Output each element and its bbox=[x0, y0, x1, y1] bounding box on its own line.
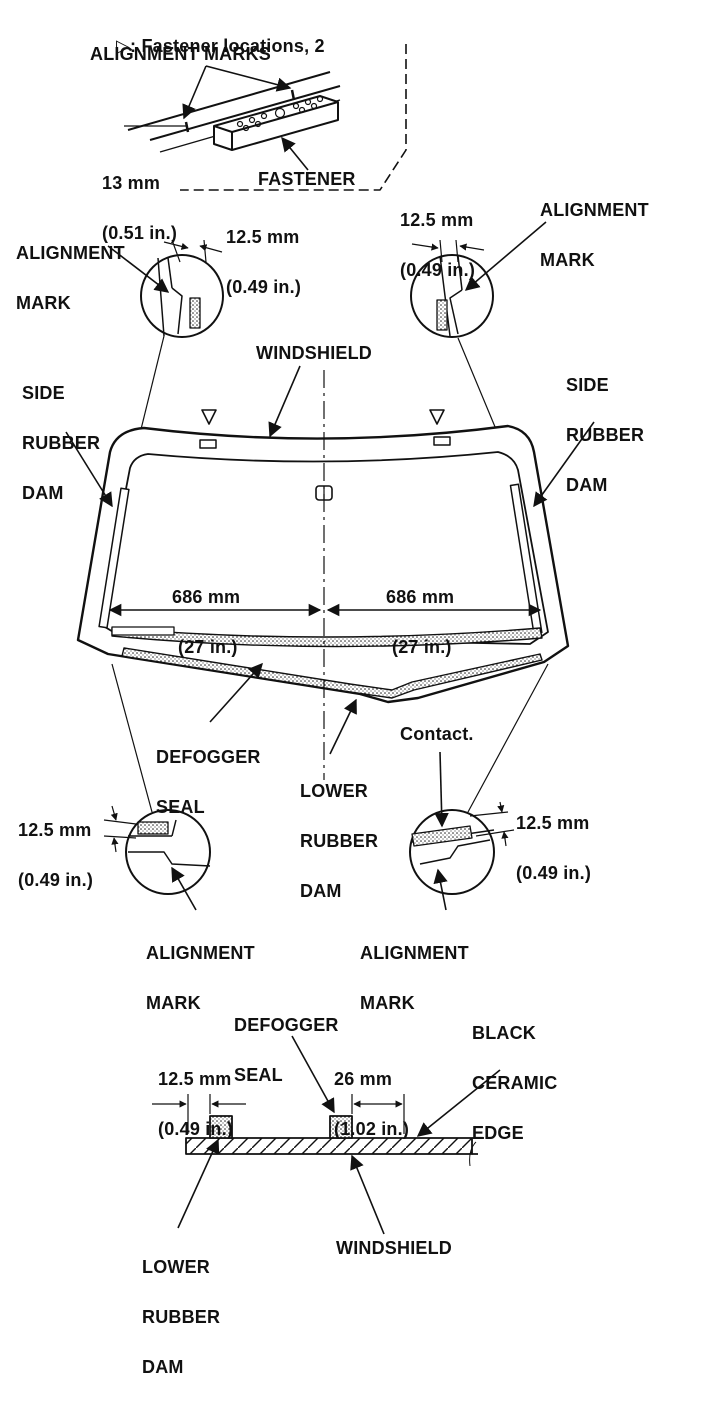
cross-section bbox=[152, 1035, 501, 1235]
detail-circle-top-left bbox=[107, 239, 224, 483]
label-section-26mm: 26 mm (1.02 in.) bbox=[334, 1069, 410, 1139]
label-bottom-left-dim: 12.5 mm (0.49 in.) bbox=[18, 820, 94, 890]
legend-fastener-locations: ▷: Fastener locations, 2 bbox=[116, 36, 325, 56]
label-13mm: 13 mm (0.51 in.) bbox=[102, 173, 178, 243]
label-top-left-dim: 12.5 mm (0.49 in.) bbox=[226, 227, 302, 297]
label-top-left-alignment-mark: ALIGNMENT MARK bbox=[16, 243, 125, 313]
detail-circle-bottom-right bbox=[409, 663, 549, 911]
label-top-right-dim: 12.5 mm (0.49 in.) bbox=[400, 210, 476, 280]
triangle-icon: ▷ bbox=[116, 36, 131, 56]
label-fastener: FASTENER bbox=[258, 169, 356, 189]
label-side-rubber-dam-left: SIDE RUBBER DAM bbox=[22, 383, 101, 503]
label-bottom-right-alignment-mark: ALIGNMENT MARK bbox=[360, 943, 469, 1013]
label-defogger-seal: DEFOGGER SEAL bbox=[156, 747, 261, 817]
label-686mm-left: 686 mm (27 in.) bbox=[172, 587, 241, 657]
label-top-right-alignment-mark: ALIGNMENT MARK bbox=[540, 200, 649, 270]
label-section-windshield: WINDSHIELD bbox=[336, 1238, 452, 1258]
label-lower-rubber-dam: LOWER RUBBER DAM bbox=[300, 781, 379, 901]
detail-circle-bottom-left bbox=[103, 663, 211, 911]
label-side-rubber-dam-right: SIDE RUBBER DAM bbox=[566, 375, 645, 495]
label-section-lower-rubber-dam: LOWER RUBBER DAM bbox=[142, 1257, 221, 1377]
label-alignment-marks: ALIGNMENT MARKS bbox=[90, 44, 271, 64]
windshield-outline bbox=[65, 365, 595, 780]
fastener-nubs bbox=[236, 95, 324, 132]
label-686mm-right: 686 mm (27 in.) bbox=[386, 587, 455, 657]
windshield-installation-diagram bbox=[65, 44, 595, 1235]
label-bottom-left-alignment-mark: ALIGNMENT MARK bbox=[146, 943, 255, 1013]
label-bottom-right-dim: 12.5 mm (0.49 in.) bbox=[516, 813, 592, 883]
label-windshield: WINDSHIELD bbox=[256, 343, 372, 363]
label-contact: Contact. bbox=[400, 724, 474, 744]
label-section-12-5mm: 12.5 mm (0.49 in.) bbox=[158, 1069, 234, 1139]
label-section-defogger-seal: DEFOGGER SEAL bbox=[234, 1015, 339, 1085]
fastener-inset bbox=[124, 44, 407, 191]
label-black-ceramic-edge: BLACK CERAMIC EDGE bbox=[472, 1023, 558, 1143]
